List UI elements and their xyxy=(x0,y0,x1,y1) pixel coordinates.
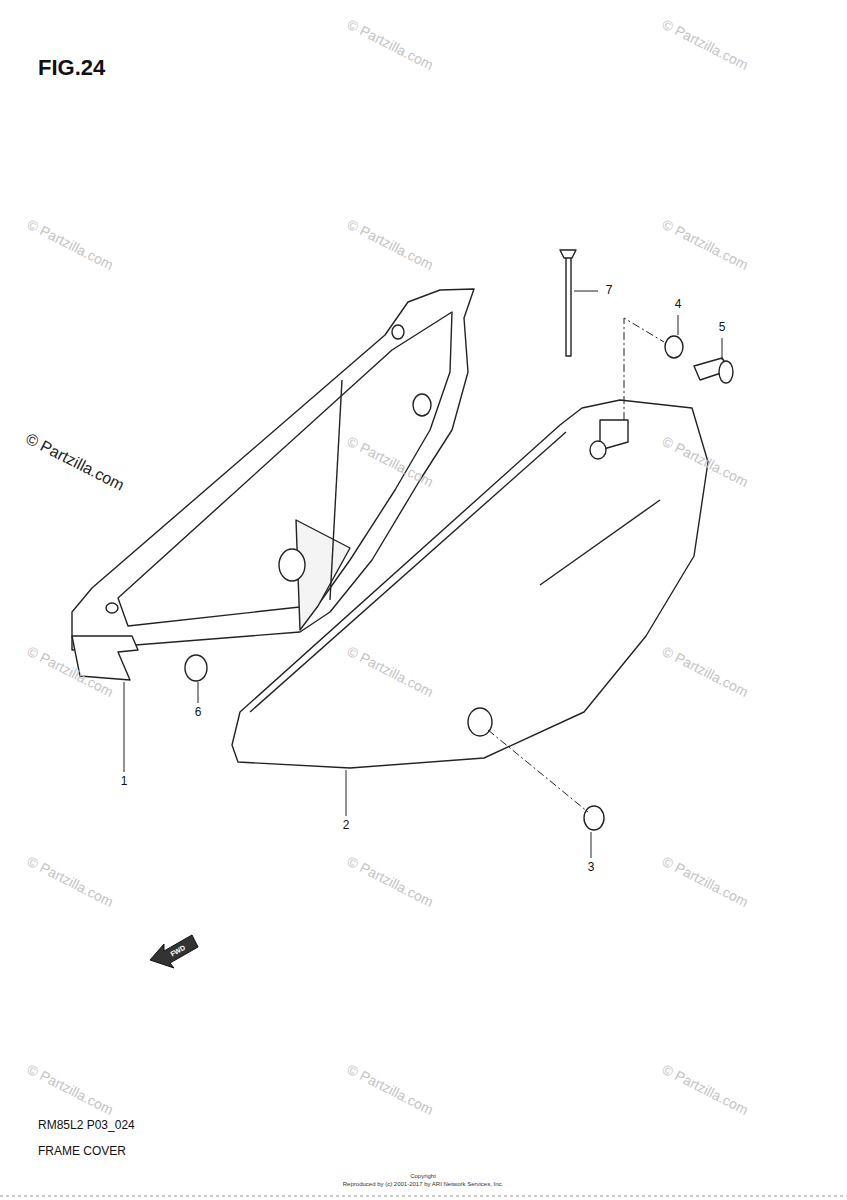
fwd-arrow xyxy=(150,935,198,968)
leader-line xyxy=(591,832,592,858)
grommet xyxy=(185,655,207,681)
leader-line xyxy=(678,315,679,335)
watermark: © Partzilla.com xyxy=(659,1062,750,1119)
tie-head xyxy=(560,250,576,258)
watermark: © Partzilla.com xyxy=(344,1062,435,1119)
callout-number: 5 xyxy=(719,321,726,334)
frame-cover-right xyxy=(232,400,708,768)
watermark: © Partzilla.com xyxy=(344,217,435,274)
hole xyxy=(392,325,404,339)
edge-line xyxy=(250,432,566,712)
copyright-note: Reproduced by (c) 2001-2017 by ARI Netwo… xyxy=(343,1181,503,1188)
watermark: © Partzilla.com xyxy=(23,430,127,495)
figure-title: FIG.24 xyxy=(38,56,105,80)
hole xyxy=(590,441,606,459)
boss xyxy=(413,394,431,416)
leader-line xyxy=(124,682,125,772)
drawing-code: RM85L2 P03_024 xyxy=(38,1119,135,1132)
leader-line xyxy=(198,682,199,703)
hole xyxy=(106,603,118,613)
grommet xyxy=(584,806,604,830)
callout-number: 4 xyxy=(675,298,682,311)
boss xyxy=(279,549,305,581)
leader-line xyxy=(346,770,347,816)
watermark: © Partzilla.com xyxy=(24,217,115,274)
callout-number: 7 xyxy=(606,284,613,297)
watermark: © Partzilla.com xyxy=(659,644,750,701)
callout-number: 1 xyxy=(121,775,128,788)
rib xyxy=(330,380,342,600)
assembly-line xyxy=(488,730,588,812)
bolt-head xyxy=(719,361,733,383)
border-line xyxy=(0,1196,847,1197)
bracket xyxy=(296,520,350,630)
section-name: FRAME COVER xyxy=(38,1145,126,1158)
watermark: © Partzilla.com xyxy=(24,1062,115,1119)
leader-line xyxy=(722,338,723,360)
contour xyxy=(540,500,660,585)
callout-number: 2 xyxy=(343,819,350,832)
hole xyxy=(468,708,492,736)
copyright-note: Copyright xyxy=(410,1173,436,1180)
leader-line xyxy=(574,291,598,292)
watermark: © Partzilla.com xyxy=(24,854,115,911)
tie-strap xyxy=(566,252,571,356)
watermark: © Partzilla.com xyxy=(344,17,435,74)
watermark: © Partzilla.com xyxy=(659,17,750,74)
assembly-line xyxy=(624,318,664,420)
callout-number: 3 xyxy=(588,861,595,874)
watermark: © Partzilla.com xyxy=(659,854,750,911)
washer xyxy=(665,336,683,358)
watermark: © Partzilla.com xyxy=(344,854,435,911)
callout-number: 6 xyxy=(195,706,202,719)
watermark: © Partzilla.com xyxy=(659,217,750,274)
